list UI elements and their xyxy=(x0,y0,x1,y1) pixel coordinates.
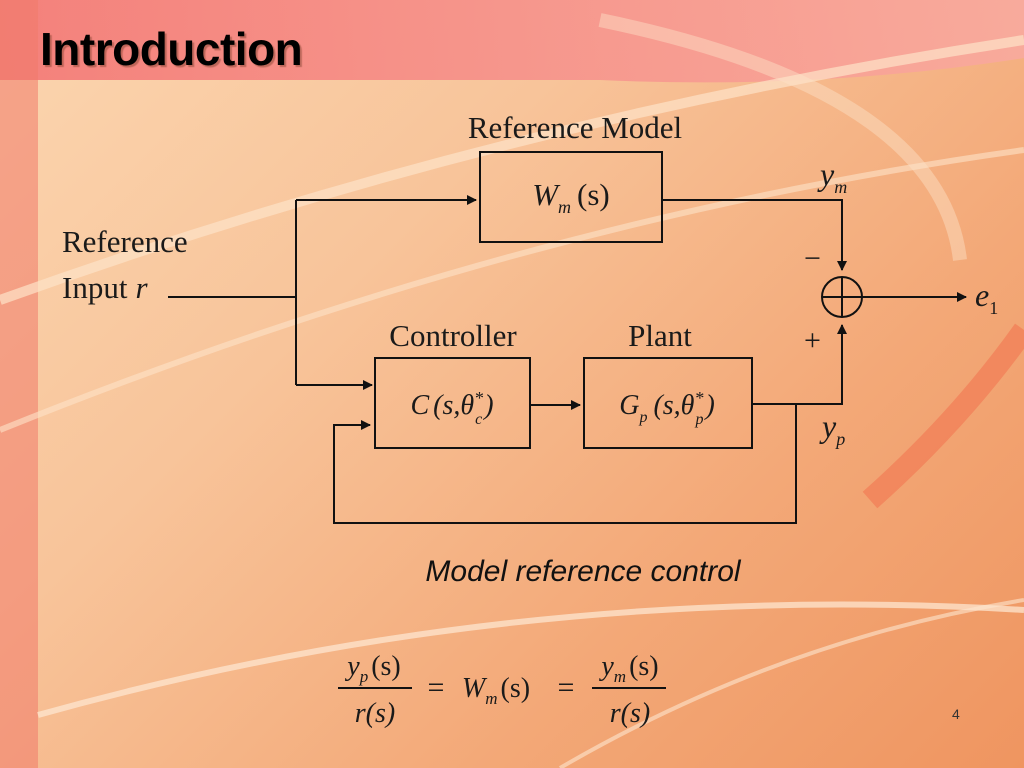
eq-lhs-num: yp(s) xyxy=(344,651,400,686)
page-number: 4 xyxy=(952,706,960,722)
c-args: (s,θ xyxy=(433,390,474,421)
transfer-equation: yp(s) r(s) = Wm(s) = ym(s) r(s) xyxy=(338,651,666,729)
controller-label: Controller xyxy=(389,318,517,353)
minus-sign: − xyxy=(804,242,821,275)
ym-path xyxy=(662,199,847,271)
g-sup: * xyxy=(694,388,703,408)
input-label-line1: Reference xyxy=(62,224,188,259)
c-sub: c xyxy=(475,411,482,428)
plus-sign: + xyxy=(804,324,821,357)
wm-sub: m xyxy=(558,197,571,217)
input-word: Input xyxy=(62,270,128,305)
wm-symbol: W xyxy=(532,177,561,212)
input-symbol: r xyxy=(135,270,148,305)
eq-rhs-den: r(s) xyxy=(610,698,650,729)
eq-mid: Wm(s) xyxy=(462,673,530,708)
yp-path xyxy=(752,324,847,405)
eq-equals-2: = xyxy=(558,671,575,704)
yp-label: yp xyxy=(819,408,845,449)
reference-model-label: Reference Model xyxy=(468,110,682,145)
eq-equals-1: = xyxy=(428,671,445,704)
ym-label: ym xyxy=(817,156,847,197)
controller-box xyxy=(374,357,531,449)
slide-title: Introduction xyxy=(40,23,303,75)
error-label: e1 xyxy=(975,277,998,318)
reference-model-tf: Wm (s) xyxy=(532,177,610,217)
diagram-caption: Model reference control xyxy=(425,555,741,588)
eq-rhs-num: ym(s) xyxy=(598,651,658,686)
c-sup: * xyxy=(474,388,483,408)
reference-model-box xyxy=(479,151,663,243)
eq-lhs-den: r(s) xyxy=(355,698,395,729)
g-symbol: G xyxy=(619,390,639,421)
g-close: ) xyxy=(703,390,714,421)
feedback-path xyxy=(333,404,797,524)
wm-arg: (s) xyxy=(577,177,610,212)
plant-tf: Gp(s,θ*p) xyxy=(619,388,715,428)
plant-label: Plant xyxy=(628,318,692,353)
g-sub2: p xyxy=(694,411,703,428)
g-args: (s,θ xyxy=(653,390,694,421)
g-sub: p xyxy=(638,409,647,426)
controller-tf: C(s,θ* c) xyxy=(410,388,493,428)
c-symbol: C xyxy=(410,390,429,421)
c-close: ) xyxy=(482,390,493,421)
